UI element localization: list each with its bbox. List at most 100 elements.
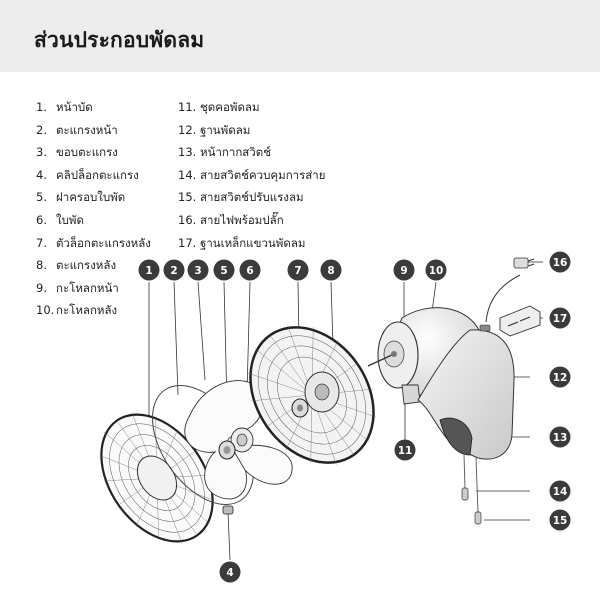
- svg-text:4: 4: [226, 567, 233, 579]
- part-number: 10.: [36, 303, 55, 318]
- parts-list-column-1: 1. หน้าบัด 2. ตะแกรงหน้า 3. ขอบตะแกรง 4. คลิ…: [36, 96, 151, 322]
- svg-text:17: 17: [553, 313, 568, 325]
- spinner-cap: [218, 440, 236, 460]
- part-number: 6.: [36, 212, 47, 227]
- callout-2: 2: [163, 259, 185, 281]
- part-label: หน้ากากสวิตช์: [200, 145, 272, 160]
- svg-text:6: 6: [246, 265, 253, 277]
- svg-text:9: 9: [400, 265, 407, 277]
- callout-16: 16: [549, 251, 571, 273]
- part-label: ฐานพัดลม: [200, 122, 251, 137]
- svg-text:13: 13: [553, 432, 568, 444]
- pull-cords: [461, 454, 482, 525]
- motor-housing: [367, 307, 484, 396]
- callout-8: 8: [320, 259, 342, 281]
- part-item: 13.หน้ากากสวิตช์: [178, 141, 326, 164]
- grille-clip: [222, 505, 234, 515]
- part-item: 14.สายสวิตช์ควบคุมการส่าย: [178, 164, 326, 187]
- callout-13: 13: [549, 426, 571, 448]
- callout-3: 3: [187, 259, 209, 281]
- part-item: 5. ฝาครอบใบพัด: [36, 186, 151, 209]
- callout-badges: 1 2 3 4 5 6 7 8 9 10 11 12 13 14 15 16 1…: [138, 251, 571, 583]
- part-label: กะโหลกหน้า: [56, 280, 119, 295]
- rear-grille-lock: [291, 398, 309, 418]
- svg-text:1: 1: [145, 265, 152, 277]
- part-label: ฝาครอบใบพัด: [56, 190, 126, 205]
- callout-10: 10: [425, 259, 447, 281]
- part-label: ขอบตะแกรง: [56, 145, 118, 160]
- part-label: ตะแกรงหลัง: [56, 258, 117, 273]
- part-item: 16.สายไฟพร้อมปลั๊ก: [178, 209, 326, 232]
- callout-14: 14: [549, 480, 571, 502]
- part-label: ตะแกรงหน้า: [56, 122, 118, 137]
- rear-grille: [247, 325, 377, 465]
- fan-base: [417, 324, 515, 460]
- callout-4: 4: [219, 561, 241, 583]
- fan-neck: [401, 384, 421, 405]
- part-number: 11.: [178, 100, 197, 114]
- part-number: 7.: [36, 235, 47, 250]
- part-label: คลิปล็อกตะแกรง: [56, 167, 139, 182]
- part-item: 6. ใบพัด: [36, 209, 151, 232]
- part-label: สายสวิตช์ปรับแรงลม: [200, 190, 304, 205]
- svg-text:8: 8: [327, 265, 334, 277]
- callout-17: 17: [549, 307, 571, 329]
- callout-12: 12: [549, 366, 571, 388]
- svg-text:3: 3: [194, 265, 201, 277]
- callout-1: 1: [138, 259, 160, 281]
- power-cord: [485, 257, 535, 323]
- part-number: 16.: [178, 212, 197, 227]
- part-label: หน้าบัด: [56, 100, 93, 114]
- part-number: 13.: [178, 145, 197, 160]
- svg-text:12: 12: [553, 372, 568, 384]
- part-number: 15.: [178, 190, 197, 205]
- part-item: 12.ฐานพัดลม: [178, 119, 326, 142]
- header-bar: ส่วนประกอบพัดลม: [0, 0, 600, 72]
- part-item: 11.ชุดคอพัดลม: [178, 96, 326, 119]
- svg-text:11: 11: [398, 445, 413, 457]
- callout-6: 6: [239, 259, 261, 281]
- switch-cover: [439, 417, 473, 456]
- part-item: 8. ตะแกรงหลัง: [36, 254, 151, 277]
- part-number: 4.: [36, 167, 47, 182]
- parts-list-column-2: 11.ชุดคอพัดลม 12.ฐานพัดลม 13.หน้ากากสวิต…: [178, 96, 326, 254]
- svg-text:7: 7: [294, 265, 301, 277]
- page-title: ส่วนประกอบพัดลม: [34, 28, 205, 52]
- callout-15: 15: [549, 509, 571, 531]
- part-number: 14.: [178, 167, 197, 182]
- callout-5: 5: [213, 259, 235, 281]
- part-number: 5.: [36, 190, 47, 205]
- part-item: 15.สายสวิตช์ปรับแรงลม: [178, 186, 326, 209]
- part-number: 9.: [36, 280, 47, 295]
- callout-7: 7: [287, 259, 309, 281]
- front-grille: [100, 412, 214, 544]
- part-label: ใบพัด: [56, 212, 84, 227]
- part-label: สายไฟพร้อมปลั๊ก: [200, 212, 284, 227]
- part-number: 3.: [36, 145, 47, 160]
- part-label: ชุดคอพัดลม: [200, 100, 260, 114]
- part-number: 12.: [178, 122, 197, 137]
- part-item: 4. คลิปล็อกตะแกรง: [36, 164, 151, 187]
- part-item: 10.กะโหลกหลัง: [36, 299, 151, 322]
- part-item: 7. ตัวล็อกตะแกรงหลัง: [36, 232, 151, 255]
- part-item: 2. ตะแกรงหน้า: [36, 119, 151, 142]
- part-item: 1. หน้าบัด: [36, 96, 151, 119]
- part-item: 9. กะโหลกหน้า: [36, 277, 151, 300]
- part-label: กะโหลกหลัง: [56, 303, 118, 318]
- part-label: ตัวล็อกตะแกรงหลัง: [56, 235, 151, 250]
- svg-text:2: 2: [170, 265, 177, 277]
- svg-text:10: 10: [429, 265, 444, 277]
- fan-blade: [184, 380, 293, 500]
- svg-text:16: 16: [553, 257, 568, 269]
- part-number: 1.: [36, 100, 47, 114]
- part-number: 8.: [36, 258, 47, 273]
- part-number: 17.: [178, 235, 197, 250]
- callout-9: 9: [393, 259, 415, 281]
- part-number: 2.: [36, 122, 47, 137]
- part-item: 17.ฐานเหล็กแขวนพัดลม: [178, 232, 326, 255]
- part-item: 3. ขอบตะแกรง: [36, 141, 151, 164]
- callout-11: 11: [394, 439, 416, 461]
- part-label: สายสวิตช์ควบคุมการส่าย: [200, 167, 326, 182]
- part-label: ฐานเหล็กแขวนพัดลม: [200, 235, 306, 250]
- svg-text:5: 5: [220, 265, 227, 277]
